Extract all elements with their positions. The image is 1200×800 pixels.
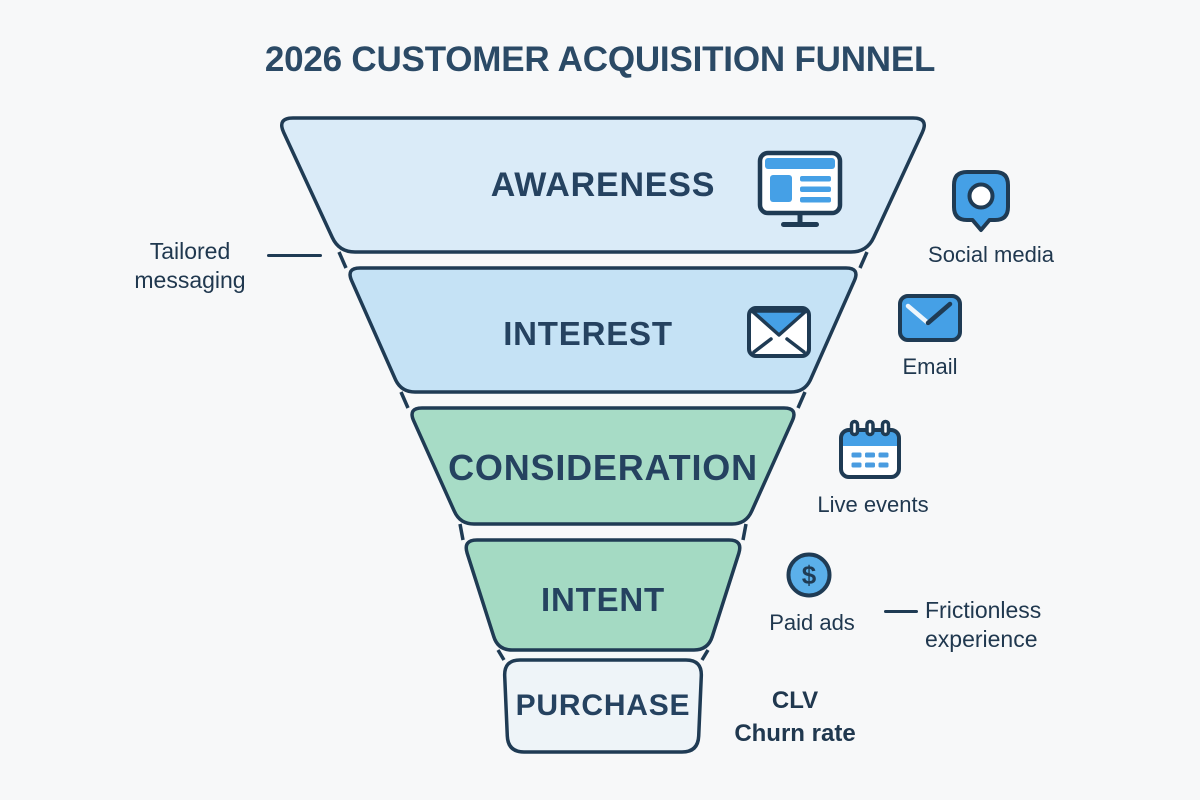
stage-label-awareness: AWARENESS [490, 165, 716, 204]
annotation-line-1: Tailored [149, 238, 231, 264]
funnel-stage-shape-interest [348, 266, 858, 394]
connector-line-tailored [267, 254, 322, 257]
funnel-gap-connector [496, 649, 506, 661]
channel-label-email: Email [902, 354, 958, 379]
monitor-icon [757, 150, 843, 227]
speech-bubble-icon [952, 170, 1010, 232]
page-title: 2026 CUSTOMER ACQUISITION FUNNEL [264, 40, 936, 79]
annotation-line-1: CLV [771, 687, 819, 714]
funnel-gap-connector [796, 391, 807, 409]
funnel-stage-shape-awareness [280, 116, 926, 254]
funnel-gap-connector [458, 523, 465, 541]
annotation-retention-metrics: CLV Churn rate [728, 684, 862, 750]
funnel-stage-shape-consideration [410, 406, 796, 526]
stage-label-consideration: CONSIDERATION [448, 447, 758, 488]
funnel-gap-connector [700, 649, 710, 661]
annotation-line-2: experience [925, 626, 1038, 652]
annotation-frictionless-experience: Frictionless experience [925, 596, 1095, 654]
annotation-line-1: Frictionless [925, 597, 1042, 623]
dollar-icon: $ [786, 552, 832, 598]
stage-label-intent: INTENT [541, 581, 665, 618]
channel-label-live-events: Live events [817, 492, 929, 517]
annotation-tailored-messaging: Tailored messaging [110, 237, 270, 295]
funnel-gap-connector [399, 391, 410, 409]
funnel-gap-connector [858, 251, 869, 269]
channel-label-paid-ads: Paid ads [769, 610, 855, 635]
calendar-icon [839, 419, 901, 479]
envelope-icon [747, 306, 811, 358]
funnel-stage-shape-intent [464, 538, 742, 652]
funnel-gap-connector [337, 251, 348, 269]
funnel-stage-shape-purchase [502, 658, 704, 754]
connector-line-frictionless [884, 610, 918, 613]
funnel-gap-connector [741, 523, 748, 541]
email-icon [898, 294, 962, 342]
stage-label-interest: INTEREST [503, 315, 673, 352]
channel-label-social-media: Social media [928, 242, 1054, 267]
annotation-line-2: messaging [134, 267, 246, 293]
dollar-symbol: $ [802, 560, 817, 590]
annotation-line-2: Churn rate [734, 720, 856, 747]
stage-label-purchase: PURCHASE [515, 689, 691, 722]
